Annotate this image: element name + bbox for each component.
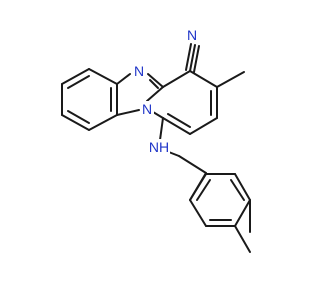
bond-inner (67, 110, 90, 124)
bond-lines (61, 43, 251, 253)
bond (61, 114, 90, 131)
bond-nitrile (189, 44, 196, 72)
bond-nitrile (193, 45, 200, 73)
bond (234, 199, 251, 227)
bond-inner (196, 179, 211, 201)
bond (116, 109, 140, 116)
bond (147, 73, 164, 88)
bond-nitrile (185, 43, 192, 71)
bridge-nitrogen-label: N (142, 101, 152, 117)
bond (189, 173, 207, 201)
bond (159, 117, 164, 141)
bond (146, 86, 164, 102)
bond (162, 70, 191, 88)
bond-inner (67, 75, 90, 89)
bond (149, 79, 159, 89)
bond (88, 68, 118, 85)
molecule-structure: N N N NH (61, 27, 251, 253)
imidazole-nitrogen-label: N (134, 63, 144, 79)
nitrile-nitrogen-label: N (187, 27, 197, 43)
bond (234, 173, 251, 201)
bond (88, 114, 118, 131)
bond (61, 68, 90, 85)
bond (152, 111, 164, 119)
bond (167, 113, 191, 128)
bond (162, 117, 191, 135)
bond (178, 155, 207, 174)
bond-methyl (234, 225, 251, 253)
amine-nh-label: NH (149, 139, 169, 155)
bond (189, 70, 218, 88)
bond-inner (230, 179, 245, 201)
bond (189, 199, 207, 227)
bond (189, 117, 218, 135)
bond (116, 73, 131, 85)
atom-labels: N N N NH (132, 27, 199, 155)
bond-methyl (216, 71, 245, 88)
